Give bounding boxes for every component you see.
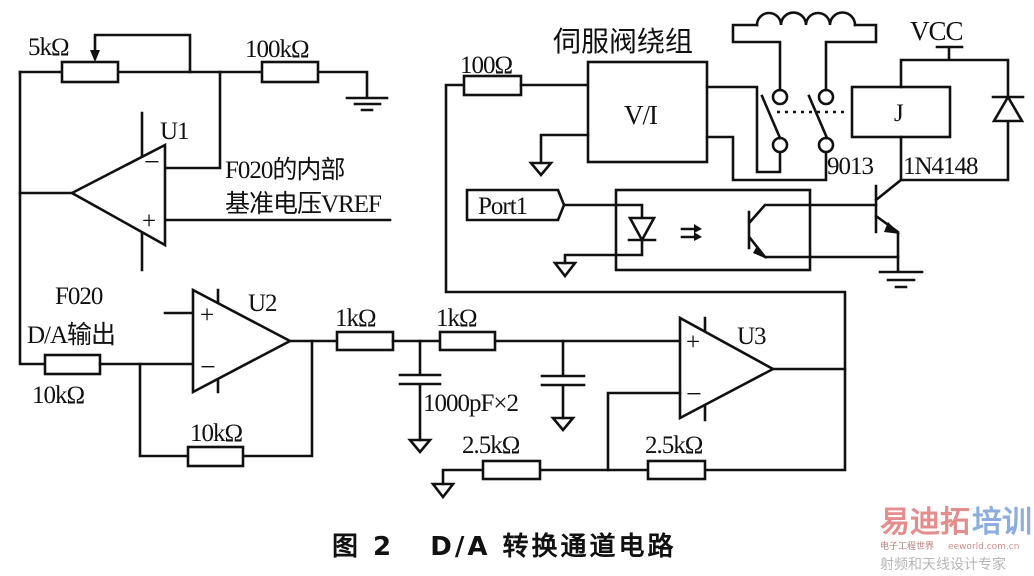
opamp-u2	[191, 287, 293, 395]
svg-text:−: −	[686, 379, 701, 410]
label-2.5k-b: 2.5kΩ	[645, 432, 703, 459]
relay-coil-box	[850, 85, 952, 139]
label-u2: U2	[248, 290, 277, 317]
svg-text:−: −	[144, 147, 159, 178]
label-1n4148: 1N4148	[903, 153, 978, 180]
label-10k-fb: 10kΩ	[190, 420, 243, 447]
resistor-1k-a	[335, 330, 395, 352]
label-da-1: F020	[55, 283, 103, 310]
light-arrows-icon	[694, 224, 702, 241]
ground-icon	[550, 416, 576, 433]
u2-buffer-circuit: + −	[43, 287, 339, 468]
label-vcc: VCC	[910, 16, 963, 46]
opamp-u3	[678, 315, 776, 421]
watermark-logo: 易迪拓 培训 电子工程世界 eeworld.com.cn 射频和天线设计专家	[880, 505, 1032, 573]
label-2.5k-a: 2.5kΩ	[462, 432, 520, 459]
watermark-tagline: 射频和天线设计专家	[880, 556, 1006, 573]
label-servo-coil: 伺服阀绕组	[553, 25, 693, 58]
resistor-10k-input	[43, 353, 102, 376]
watermark-brand-b: 培训	[972, 505, 1032, 540]
optocoupler-box	[614, 188, 812, 272]
figure-caption: 图 2 D/A 转换通道电路	[332, 531, 677, 562]
label-vref-2: 基准电压VREF	[225, 190, 381, 218]
u1-reference-circuit: − +	[18, 33, 392, 366]
label-da-2: D/A输出	[27, 321, 115, 349]
label-vi: V/I	[624, 100, 658, 130]
label-pot: 5kΩ	[28, 34, 69, 61]
labels: 5kΩ 100kΩ U1 F020的内部 基准电压VREF F020 D/A输出…	[27, 16, 979, 459]
led-icon	[627, 216, 657, 243]
port1-connector[interactable]	[465, 188, 566, 222]
ground-icon	[407, 438, 433, 455]
diode-1n4148	[991, 94, 1025, 123]
filter-u3-circuit: + −	[335, 83, 847, 500]
potentiometer-5k	[60, 60, 120, 84]
resistor-10k-feedback	[186, 445, 245, 468]
ground-icon	[552, 261, 578, 279]
label-100k: 100kΩ	[245, 36, 309, 63]
servo-coil-icon	[755, 11, 857, 27]
watermark-brand-a: 易迪拓	[880, 505, 970, 540]
ground-icon	[528, 161, 554, 178]
wiper-arrow-icon	[90, 50, 100, 62]
svg-text:+: +	[142, 208, 155, 235]
label-1k-a: 1kΩ	[335, 305, 376, 332]
resistor-100k	[260, 60, 320, 84]
label-u1: U1	[160, 118, 189, 145]
label-vref-1: F020的内部	[225, 156, 344, 184]
watermark-site-cn: 电子工程世界	[880, 540, 934, 552]
relay-switch	[760, 94, 829, 140]
opamp-u1	[69, 142, 167, 248]
label-100: 100Ω	[460, 52, 513, 79]
svg-text:+: +	[200, 302, 213, 329]
watermark-site: eeworld.com.cn	[948, 542, 1019, 552]
ground-icon	[878, 270, 924, 289]
svg-text:+: +	[686, 329, 699, 356]
label-10k-in: 10kΩ	[32, 382, 85, 409]
label-caps: 1000pF×2	[423, 390, 519, 417]
servo-relay-circuit	[462, 11, 1025, 289]
ground-icon	[430, 482, 456, 500]
resistor-1k-b	[438, 330, 497, 352]
label-u3: U3	[737, 323, 766, 350]
label-relay: J	[894, 100, 904, 127]
label-port1: Port1	[478, 193, 527, 220]
label-9013: 9013	[827, 153, 874, 180]
vi-converter-box	[586, 60, 709, 164]
resistor-2.5k-b	[646, 459, 707, 481]
ground-icon	[345, 96, 389, 112]
resistor-2.5k-a	[481, 459, 542, 481]
svg-text:−: −	[200, 352, 215, 383]
label-1k-b: 1kΩ	[436, 305, 477, 332]
